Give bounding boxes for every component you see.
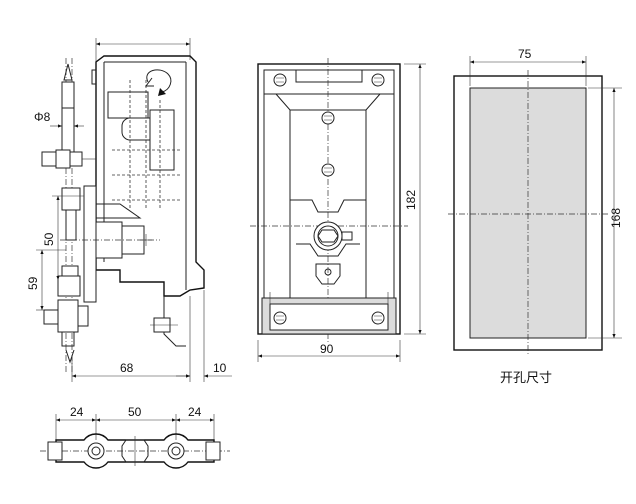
side-view: Φ8 50 59 68 10 [26, 38, 232, 382]
dim-59-label: 59 [26, 276, 40, 290]
dim-50-vertical-label: 50 [42, 232, 56, 246]
nut-icon [87, 442, 105, 460]
front-view: 90 182 [250, 58, 426, 362]
dim-68-label: 68 [120, 361, 134, 375]
dim-90-label: 90 [320, 342, 334, 356]
nut-icon [167, 442, 185, 460]
bottom-view: 24 50 24 [40, 405, 230, 469]
screw-icon [321, 111, 335, 125]
dim-24-left-label: 24 [70, 405, 84, 419]
dim-50-bottom-label: 50 [128, 405, 142, 419]
bolt-icon [273, 311, 287, 325]
dim-168-label: 168 [609, 208, 623, 228]
bolt-icon [371, 311, 385, 325]
dim-phi8-label: Φ8 [34, 110, 51, 124]
dim-182-label: 182 [404, 190, 418, 210]
cutout-view: 75 168 开孔尺寸 [448, 47, 623, 386]
cutout-caption: 开孔尺寸 [500, 371, 552, 386]
bolt-icon [371, 73, 385, 87]
bolt-icon [273, 73, 287, 87]
dim-75-label: 75 [518, 47, 532, 61]
screw-icon [321, 163, 335, 177]
dim-10-label: 10 [213, 361, 227, 375]
dim-24-right-label: 24 [188, 405, 202, 419]
